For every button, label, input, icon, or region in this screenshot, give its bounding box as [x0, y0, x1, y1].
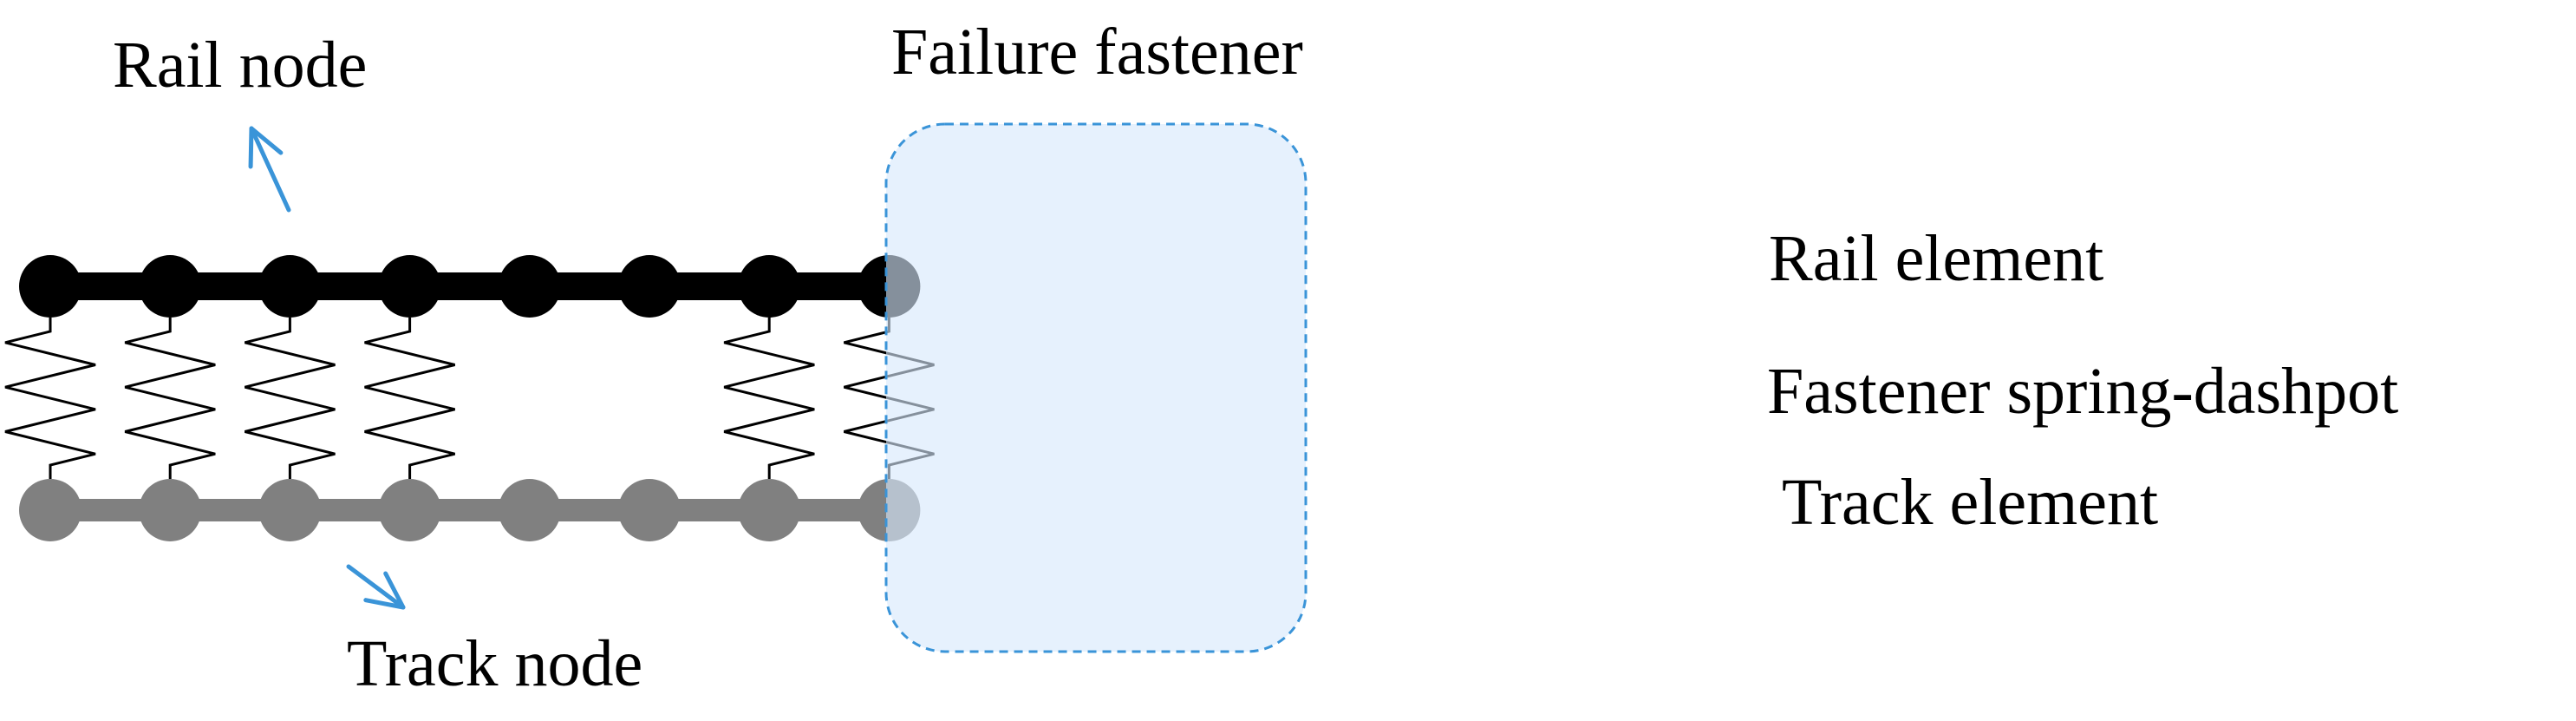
rail-node-2 [139, 255, 202, 318]
track-node-5 [498, 479, 561, 541]
track-node-6 [618, 479, 681, 541]
track-node-pointer-arrow [346, 564, 406, 610]
track-element-label: Track element [1782, 466, 2158, 539]
rail-node-pointer-arrow-shaft [249, 126, 291, 213]
fastener-spring-7 [723, 318, 815, 479]
rail-node-6 [618, 255, 681, 318]
rail-node-4 [378, 255, 441, 318]
failure-fastener-region [884, 122, 1308, 653]
rail-node-1 [19, 255, 82, 318]
rail-layer [19, 255, 921, 318]
fastener-spring-dashpot-label: Fastener spring-dashpot [1767, 355, 2398, 428]
track-layer [19, 479, 921, 541]
rail-element-label: Rail element [1769, 222, 2103, 295]
fastener-spring-2 [124, 318, 216, 479]
rail-node-7 [738, 255, 801, 318]
track-node-1 [19, 479, 82, 541]
track-node-3 [258, 479, 322, 541]
fastener-spring-4 [364, 318, 455, 479]
track-node-label: Track node [347, 627, 642, 700]
track-node-pointer-arrow-shaft [346, 564, 406, 610]
track-node-4 [378, 479, 441, 541]
fastener-spring-1 [4, 318, 96, 479]
track-node-pointer-arrow-head [363, 571, 406, 610]
overlay-layer [248, 122, 1308, 653]
rail-node-5 [498, 255, 561, 318]
fastener-spring-3 [245, 318, 336, 479]
rail-node-pointer-arrow-head [248, 126, 284, 169]
track-node-7 [738, 479, 801, 541]
rail-node-3 [258, 255, 322, 318]
rail-node-label: Rail node [113, 29, 367, 102]
spring-layer [4, 318, 935, 479]
track-node-2 [139, 479, 202, 541]
failure-fastener-label: Failure fastener [891, 16, 1303, 88]
rail-node-pointer-arrow [248, 126, 291, 213]
